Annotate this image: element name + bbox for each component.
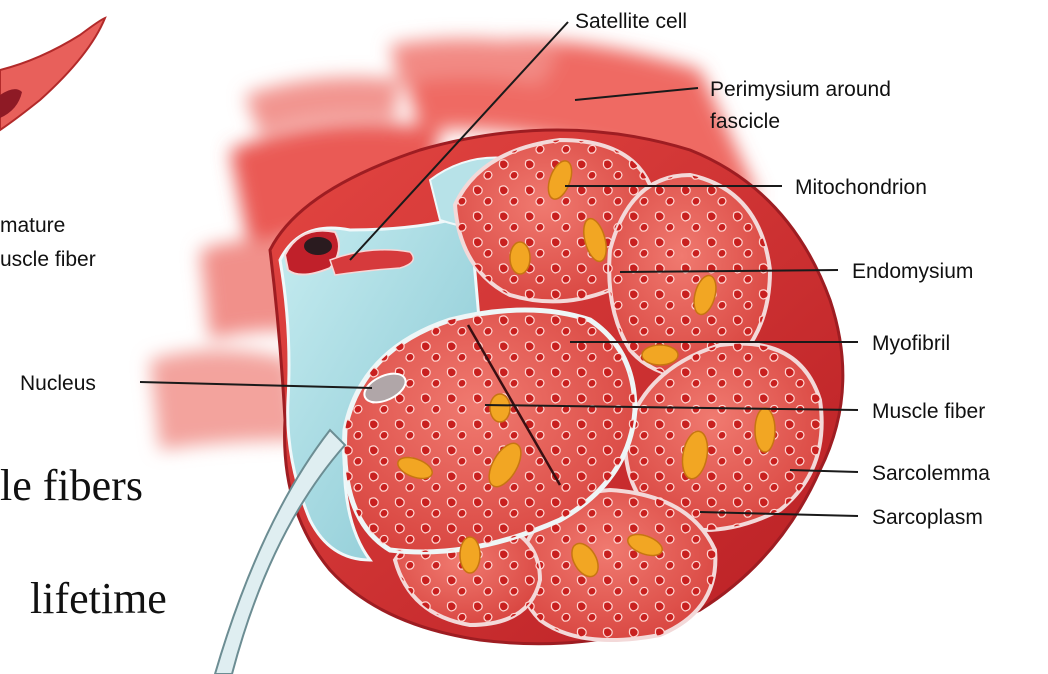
label-immature-line1: mature: [0, 214, 65, 237]
label-mitochondrion: Mitochondrion: [795, 176, 927, 199]
label-muscle-fiber: Muscle fiber: [872, 400, 985, 423]
immature-muscle-fiber-tip: [0, 18, 105, 130]
slide-text-line1: le fibers: [0, 461, 143, 510]
slide-text-line2: lifetime: [30, 574, 167, 623]
label-satellite-cell: Satellite cell: [575, 10, 687, 33]
label-nucleus: Nucleus: [20, 372, 96, 395]
label-myofibril: Myofibril: [872, 332, 950, 355]
label-immature-line2: uscle fiber: [0, 248, 96, 271]
label-perimysium-line2: fascicle: [710, 110, 780, 133]
slide-text: le fibers lifetime: [0, 461, 167, 623]
label-endomysium: Endomysium: [852, 260, 973, 283]
label-perimysium-line1: Perimysium around: [710, 78, 891, 101]
label-sarcoplasm: Sarcoplasm: [872, 506, 983, 529]
label-sarcolemma: Sarcolemma: [872, 462, 990, 485]
